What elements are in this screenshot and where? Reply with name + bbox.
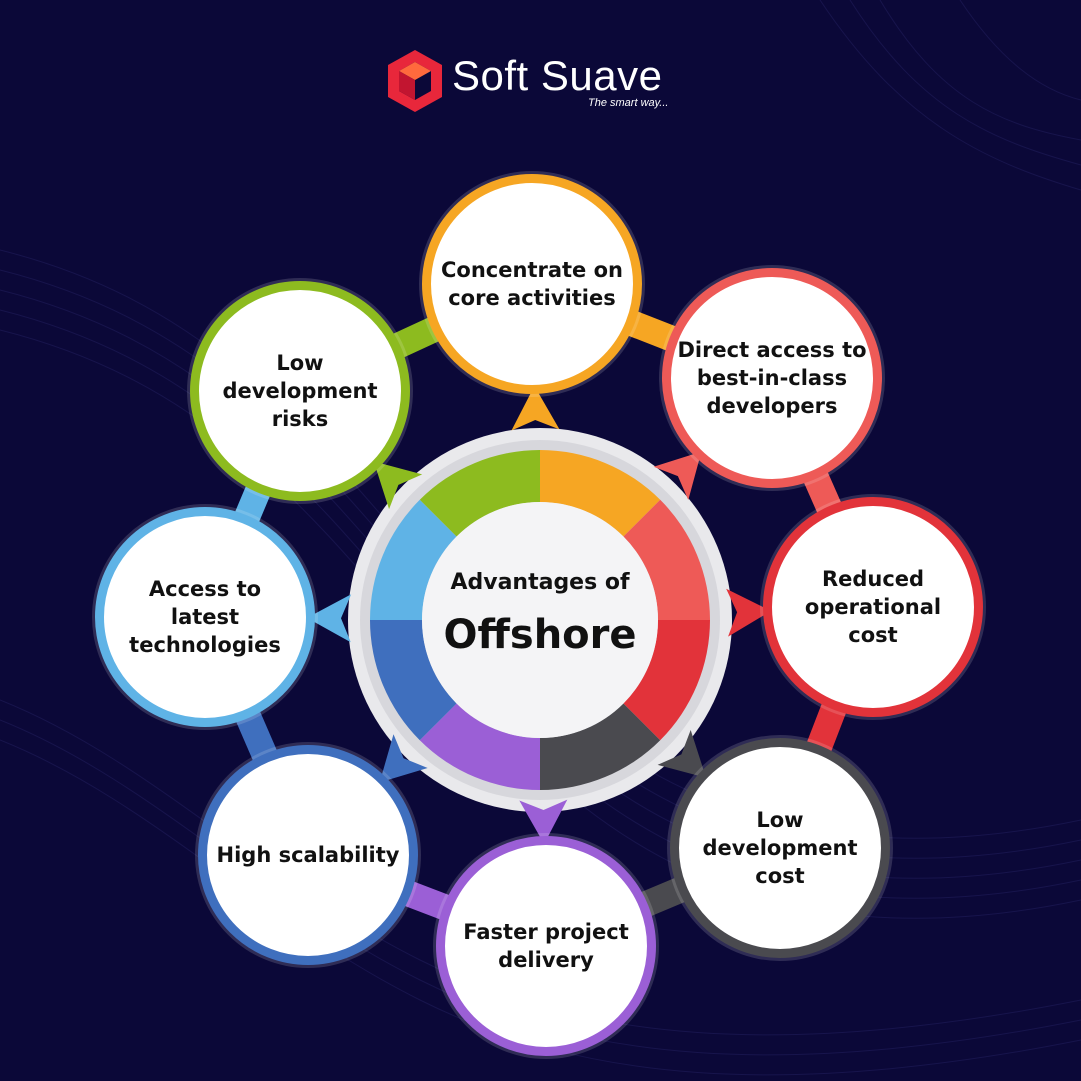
- direction-arrow-icon: [653, 451, 702, 501]
- node-label: Access to latest technologies: [129, 577, 281, 657]
- node-label: Concentrate on core activities: [441, 258, 623, 310]
- node-low-dev-cost: Low development cost: [670, 738, 890, 958]
- hub-segment: [370, 499, 457, 620]
- node-faster-delivery: Faster project delivery: [436, 836, 656, 1056]
- node-label: Faster project delivery: [463, 920, 629, 972]
- hub-title: Advantages of: [450, 570, 630, 595]
- node-latest-tech: Access to latest technologies: [95, 507, 315, 727]
- hub-segment: [540, 703, 661, 790]
- brand-logo-icon: [388, 50, 442, 112]
- hub-main-title: Offshore: [443, 612, 637, 658]
- direction-arrow-icon: [373, 461, 423, 510]
- direction-arrow-icon: [379, 734, 428, 783]
- hub-segment: [623, 620, 710, 741]
- direction-arrow-icon: [306, 594, 352, 643]
- hub-segment: [623, 499, 710, 620]
- node-label: Low development cost: [702, 808, 858, 888]
- direction-arrow-icon: [519, 799, 568, 845]
- direction-arrow-icon: [657, 730, 707, 778]
- node-concentrate-core: Concentrate on core activities: [422, 174, 642, 394]
- node-label: Low development risks: [222, 351, 378, 431]
- node-label: Reduced operational cost: [804, 567, 942, 647]
- hub-segment: [540, 450, 661, 537]
- hub-segment: [419, 703, 540, 790]
- direction-arrow-icon: [726, 588, 772, 637]
- node-low-risks: Low development risks: [190, 281, 410, 501]
- hub-segment: [419, 450, 540, 537]
- node-label: Direct access to best-in-class developer…: [677, 338, 867, 418]
- brand-tagline: The smart way...: [588, 97, 669, 109]
- hub-center: [422, 502, 658, 738]
- node-reduced-cost: Reduced operational cost: [763, 497, 983, 717]
- direction-arrow-icon: [511, 385, 560, 431]
- brand-name: Soft Suave: [452, 52, 663, 99]
- hub-segment: [370, 620, 457, 741]
- node-high-scalability: High scalability: [198, 745, 418, 965]
- node-direct-access: Direct access to best-in-class developer…: [662, 268, 882, 488]
- node-label: High scalability: [216, 843, 400, 867]
